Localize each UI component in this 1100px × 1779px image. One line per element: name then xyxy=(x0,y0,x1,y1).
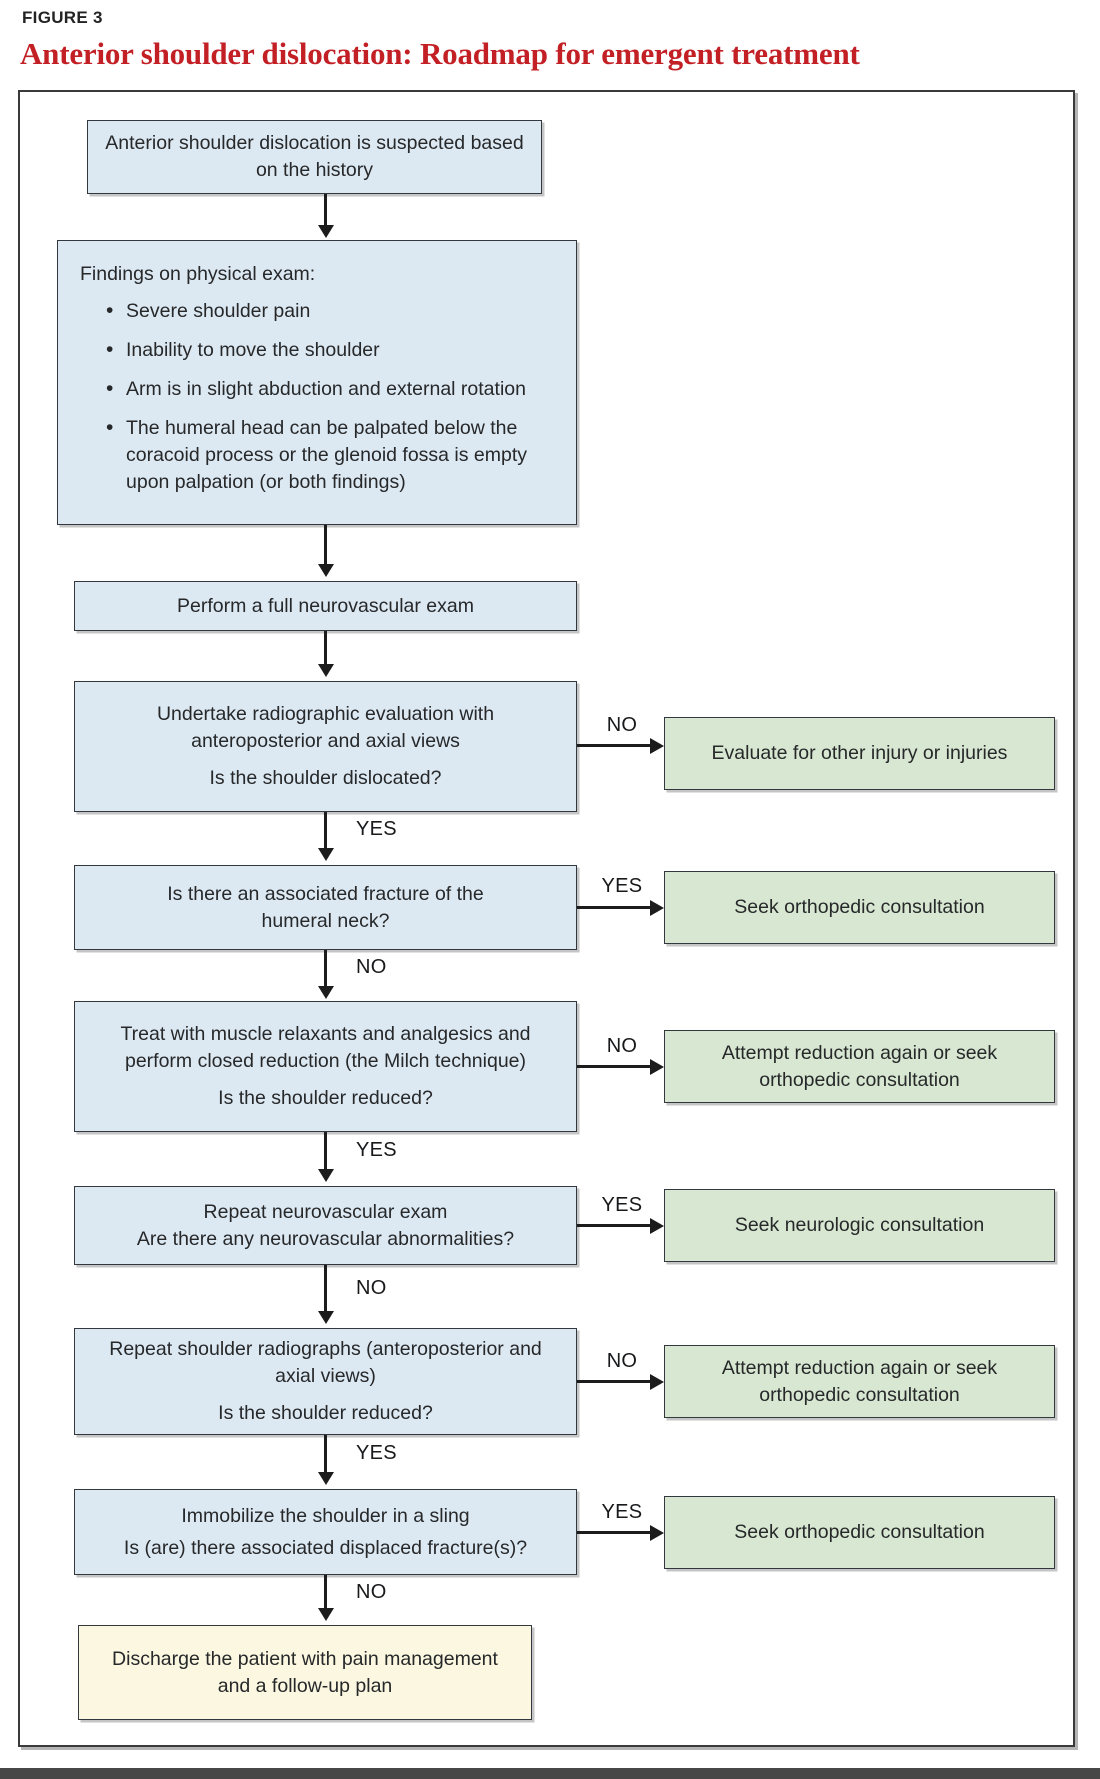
branch-label-no: NO xyxy=(606,714,638,736)
node-humeral-neck-fracture: Is there an associated fracture of the h… xyxy=(74,865,577,950)
findings-bullet: The humeral head can be palpated below t… xyxy=(106,414,560,496)
radiographic-statement: Undertake radiographic evaluation with a… xyxy=(156,703,495,752)
node-suspected-dislocation: Anterior shoulder dislocation is suspect… xyxy=(87,120,542,194)
reduction-question: Is the shoulder reduced? xyxy=(218,1087,433,1109)
arrow-down-1 xyxy=(317,194,334,238)
branch-label-yes: YES xyxy=(356,818,397,840)
arrow-down-9 xyxy=(317,1575,334,1621)
node-repeat-radiographs: Repeat shoulder radiographs (anteroposte… xyxy=(74,1328,577,1435)
findings-bullet: Severe shoulder pain xyxy=(106,297,560,325)
outcome-attempt-reduction-again-1: Attempt reduction again or seek orthoped… xyxy=(664,1030,1055,1103)
branch-label-yes: YES xyxy=(356,1139,397,1161)
outcome-evaluate-other-injury: Evaluate for other injury or injuries xyxy=(664,717,1055,790)
page-bottom-rule xyxy=(0,1768,1100,1779)
node-discharge-patient: Discharge the patient with pain manageme… xyxy=(78,1625,532,1720)
flowchart-frame: Anterior shoulder dislocation is suspect… xyxy=(18,90,1075,1747)
branch-label-no: NO xyxy=(356,1581,387,1603)
arrow-right-2 xyxy=(577,899,664,916)
findings-bullet: Arm is in slight abduction and external … xyxy=(106,375,560,403)
arrow-down-8 xyxy=(317,1435,334,1485)
arrow-right-6 xyxy=(577,1524,664,1541)
node-closed-reduction: Treat with muscle relaxants and analgesi… xyxy=(74,1001,577,1132)
arrow-right-5 xyxy=(577,1373,664,1390)
node-neurovascular-exam: Perform a full neurovascular exam xyxy=(74,581,577,631)
repeat-radiographs-statement: Repeat shoulder radiographs (anteroposte… xyxy=(109,1338,542,1387)
findings-bullet: Inability to move the shoulder xyxy=(106,336,560,364)
branch-label-yes: YES xyxy=(601,1194,643,1216)
outcome-text: Seek orthopedic consultation xyxy=(734,1521,985,1543)
outcome-text: Seek neurologic consultation xyxy=(734,1214,985,1236)
branch-label-yes: YES xyxy=(601,875,643,897)
branch-label-no: NO xyxy=(356,956,387,978)
findings-list: Severe shoulder pain Inability to move t… xyxy=(80,297,560,508)
arrow-down-5 xyxy=(317,950,334,999)
arrow-down-3 xyxy=(317,631,334,677)
arrow-right-1 xyxy=(577,737,664,754)
immobilize-question: Is (are) there associated displaced frac… xyxy=(123,1536,528,1559)
arrow-down-7 xyxy=(317,1265,334,1324)
node-radiographic-evaluation: Undertake radiographic evaluation with a… xyxy=(74,681,577,812)
node-discharge-text: Discharge the patient with pain manageme… xyxy=(112,1647,498,1697)
repeat-neuro-question: Are there any neurovascular abnormalitie… xyxy=(136,1227,515,1250)
branch-label-yes: YES xyxy=(356,1442,397,1464)
node-suspected-text: Anterior shoulder dislocation is suspect… xyxy=(105,132,524,181)
node-repeat-neurovascular-exam: Repeat neurovascular exam Are there any … xyxy=(74,1186,577,1265)
arrow-right-4 xyxy=(577,1217,664,1234)
branch-label-yes: YES xyxy=(601,1501,643,1523)
radiographic-question: Is the shoulder dislocated? xyxy=(209,767,442,789)
branch-label-no: NO xyxy=(606,1035,638,1057)
arrow-down-6 xyxy=(317,1132,334,1182)
repeat-neuro-statement: Repeat neurovascular exam xyxy=(203,1200,448,1223)
branch-label-no: NO xyxy=(356,1277,387,1299)
outcome-text: Evaluate for other injury or injuries xyxy=(711,742,1008,764)
outcome-text: Seek orthopedic consultation xyxy=(734,896,985,918)
outcome-seek-orthopedic-consultation-2: Seek orthopedic consultation xyxy=(664,1496,1055,1569)
node-immobilize-sling: Immobilize the shoulder in a sling Is (a… xyxy=(74,1489,577,1575)
figure-label: FIGURE 3 xyxy=(22,8,103,27)
fracture-question: Is there an associated fracture of the h… xyxy=(167,882,484,932)
reduction-statement: Treat with muscle relaxants and analgesi… xyxy=(120,1023,531,1072)
branch-label-no: NO xyxy=(606,1350,638,1372)
arrow-down-4 xyxy=(317,812,334,861)
node-physical-exam-findings: Findings on physical exam: Severe should… xyxy=(57,240,577,525)
outcome-text: Attempt reduction again or seek orthoped… xyxy=(721,1041,998,1091)
outcome-seek-orthopedic-consultation-1: Seek orthopedic consultation xyxy=(664,871,1055,944)
findings-heading: Findings on physical exam: xyxy=(80,263,316,285)
figure-title: Anterior shoulder dislocation: Roadmap f… xyxy=(20,36,860,71)
arrow-right-3 xyxy=(577,1058,664,1075)
outcome-attempt-reduction-again-2: Attempt reduction again or seek orthoped… xyxy=(664,1345,1055,1418)
outcome-seek-neurologic-consultation: Seek neurologic consultation xyxy=(664,1189,1055,1262)
outcome-text: Attempt reduction again or seek orthoped… xyxy=(721,1356,998,1406)
arrow-down-2 xyxy=(317,525,334,577)
repeat-radiographs-question: Is the shoulder reduced? xyxy=(218,1402,433,1424)
immobilize-statement: Immobilize the shoulder in a sling xyxy=(181,1504,470,1527)
node-neuro-exam-text: Perform a full neurovascular exam xyxy=(177,594,474,617)
